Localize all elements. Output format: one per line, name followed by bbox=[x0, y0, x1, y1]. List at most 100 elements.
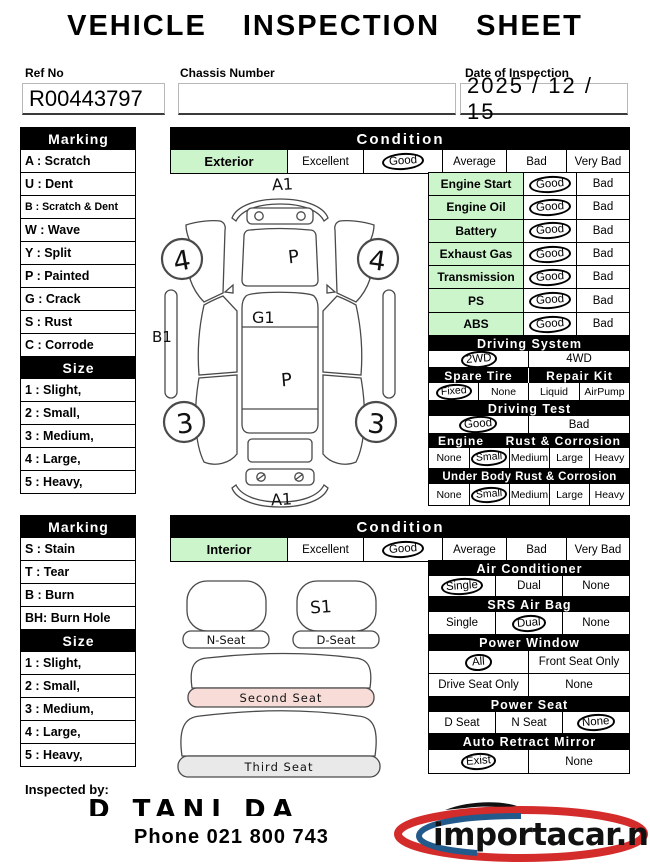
srs-option: None bbox=[563, 612, 630, 635]
left-mirror-shape bbox=[223, 283, 234, 294]
system-good-selected: Good bbox=[524, 173, 577, 197]
mark-windshield: G1 bbox=[252, 308, 275, 327]
legend-row: 4 : Large, bbox=[21, 448, 136, 471]
ps-option: N Seat bbox=[496, 712, 563, 734]
legend-row: B : Burn bbox=[21, 584, 136, 607]
mark-front-bumper: A1 bbox=[271, 174, 293, 194]
srs-airbag-header: SRS Air Bag bbox=[429, 597, 630, 612]
system-good-selected: Good bbox=[524, 312, 577, 337]
power-seat-header: Power Seat bbox=[429, 697, 630, 712]
driving-test-option: Bad bbox=[529, 416, 630, 435]
chassis-value bbox=[178, 83, 456, 115]
system-label: Transmission bbox=[429, 266, 524, 290]
selection-oval: Single bbox=[440, 576, 484, 596]
legend-row: 1 : Slight, bbox=[21, 652, 136, 675]
system-label: Engine Oil bbox=[429, 196, 524, 220]
system-label: Engine Start bbox=[429, 173, 524, 197]
exterior-condition-header: Condition bbox=[171, 128, 630, 150]
legend-row: U : Dent bbox=[21, 173, 136, 196]
mark-front-left-wheel: 4 bbox=[171, 245, 193, 279]
front-grille-shape bbox=[246, 207, 314, 225]
ac-option: Dual bbox=[496, 576, 563, 597]
rear-bumper-shape bbox=[231, 484, 329, 508]
right-sill-shape bbox=[382, 289, 396, 399]
date-label: Date of Inspection bbox=[465, 66, 570, 80]
rear-left-wheel-circle bbox=[162, 400, 206, 444]
ref-no-value: R00443797 bbox=[22, 83, 165, 115]
legend-row: 1 : Slight, bbox=[21, 379, 136, 402]
inspector-signature: D TANI DA bbox=[88, 795, 300, 816]
legend-row: B : Scratch & Dent bbox=[21, 196, 136, 219]
power-window-header: Power Window bbox=[429, 635, 630, 651]
system-label: Exhaust Gas bbox=[429, 242, 524, 267]
n-seat-label-box bbox=[182, 630, 270, 649]
third-seat-label: Third Seat bbox=[244, 760, 314, 774]
system-bad: Bad bbox=[577, 289, 630, 313]
logo-brand-text: importacar.nz bbox=[433, 817, 648, 853]
legend-row: 3 : Medium, bbox=[21, 698, 136, 721]
phone-number: Phone 021 800 743 bbox=[134, 826, 329, 848]
auto-retract-mirror-header: Auto Retract Mirror bbox=[429, 734, 630, 750]
rust-option: Medium bbox=[510, 448, 550, 470]
exterior-legend: Marking A : Scratch U : Dent B : Scratch… bbox=[20, 127, 136, 494]
interior-size-title: Size bbox=[21, 630, 136, 652]
driving-test-header: Driving Test bbox=[429, 401, 630, 417]
pw-option: Drive Seat Only bbox=[429, 674, 529, 697]
system-bad: Bad bbox=[577, 173, 630, 197]
condition-option: Very Bad bbox=[567, 538, 630, 562]
system-bad: Bad bbox=[577, 266, 630, 290]
headlight-right bbox=[296, 211, 306, 221]
second-seat-back-shape bbox=[190, 652, 372, 689]
legend-row: T : Tear bbox=[21, 561, 136, 584]
interior-features-table: Air Conditioner Single Dual None SRS Air… bbox=[428, 560, 630, 774]
condition-option: Very Bad bbox=[567, 150, 630, 174]
driving-test-selected: Good bbox=[429, 416, 529, 435]
exterior-condition-table: Condition Exterior Excellent Good Averag… bbox=[170, 127, 630, 174]
system-good-selected: Good bbox=[524, 242, 577, 267]
interior-condition-header: Condition bbox=[171, 516, 630, 538]
selection-oval: Dual bbox=[511, 613, 547, 633]
spare-tire-selected: Fixed bbox=[429, 383, 479, 402]
selection-oval: None bbox=[576, 712, 616, 733]
ac-option-selected: Single bbox=[429, 576, 496, 597]
pw-option: Front Seat Only bbox=[529, 651, 630, 674]
selection-oval: Good bbox=[458, 416, 499, 434]
legend-row: 3 : Medium, bbox=[21, 425, 136, 448]
mark-left-side: B1 bbox=[152, 328, 172, 346]
left-sill-shape bbox=[164, 289, 178, 399]
exterior-systems-table: Engine Start Good Bad Engine Oil Good Ba… bbox=[428, 172, 630, 507]
exterior-size-title: Size bbox=[21, 357, 136, 379]
condition-option: Excellent bbox=[288, 538, 364, 562]
system-good-selected: Good bbox=[524, 289, 577, 313]
ps-option: D Seat bbox=[429, 712, 496, 734]
rust-option: Heavy bbox=[590, 484, 630, 507]
date-value: 2025 / 12 / 15 bbox=[460, 73, 628, 124]
legend-row: 4 : Large, bbox=[21, 721, 136, 744]
importacar-logo: importacar.nz bbox=[394, 802, 648, 862]
legend-row: G : Crack bbox=[21, 288, 136, 311]
legend-row: 5 : Heavy, bbox=[21, 744, 136, 767]
selection-oval: Good bbox=[528, 267, 572, 288]
selection-oval: Exist bbox=[460, 751, 497, 772]
legend-row: BH: Burn Hole bbox=[21, 607, 136, 630]
selection-oval: All bbox=[464, 652, 493, 672]
condition-option-selected: Good bbox=[364, 150, 443, 174]
condition-option: Bad bbox=[507, 538, 567, 562]
interior-seats-diagram: N-Seat D-Seat S1 Second Seat Third Seat bbox=[177, 580, 381, 778]
d-seat-label-box bbox=[292, 630, 380, 649]
chassis-label: Chassis Number bbox=[180, 66, 275, 80]
legend-row: 5 : Heavy, bbox=[21, 471, 136, 494]
mark-rear-left-wheel: 3 bbox=[175, 408, 195, 441]
legend-row: C : Corrode bbox=[21, 334, 136, 357]
logo-navy-swoosh bbox=[415, 813, 522, 856]
exterior-marking-title: Marking bbox=[21, 128, 136, 150]
taillight-left-line bbox=[256, 473, 266, 481]
interior-marking-title: Marking bbox=[21, 516, 136, 538]
srs-option-selected: Dual bbox=[496, 612, 563, 635]
rear-deck-shape bbox=[247, 438, 313, 463]
logo-car-silhouette bbox=[445, 802, 517, 810]
selection-oval: Good bbox=[528, 244, 572, 264]
srs-option: Single bbox=[429, 612, 496, 635]
legend-row: S : Rust bbox=[21, 311, 136, 334]
legend-row: 2 : Small, bbox=[21, 402, 136, 425]
